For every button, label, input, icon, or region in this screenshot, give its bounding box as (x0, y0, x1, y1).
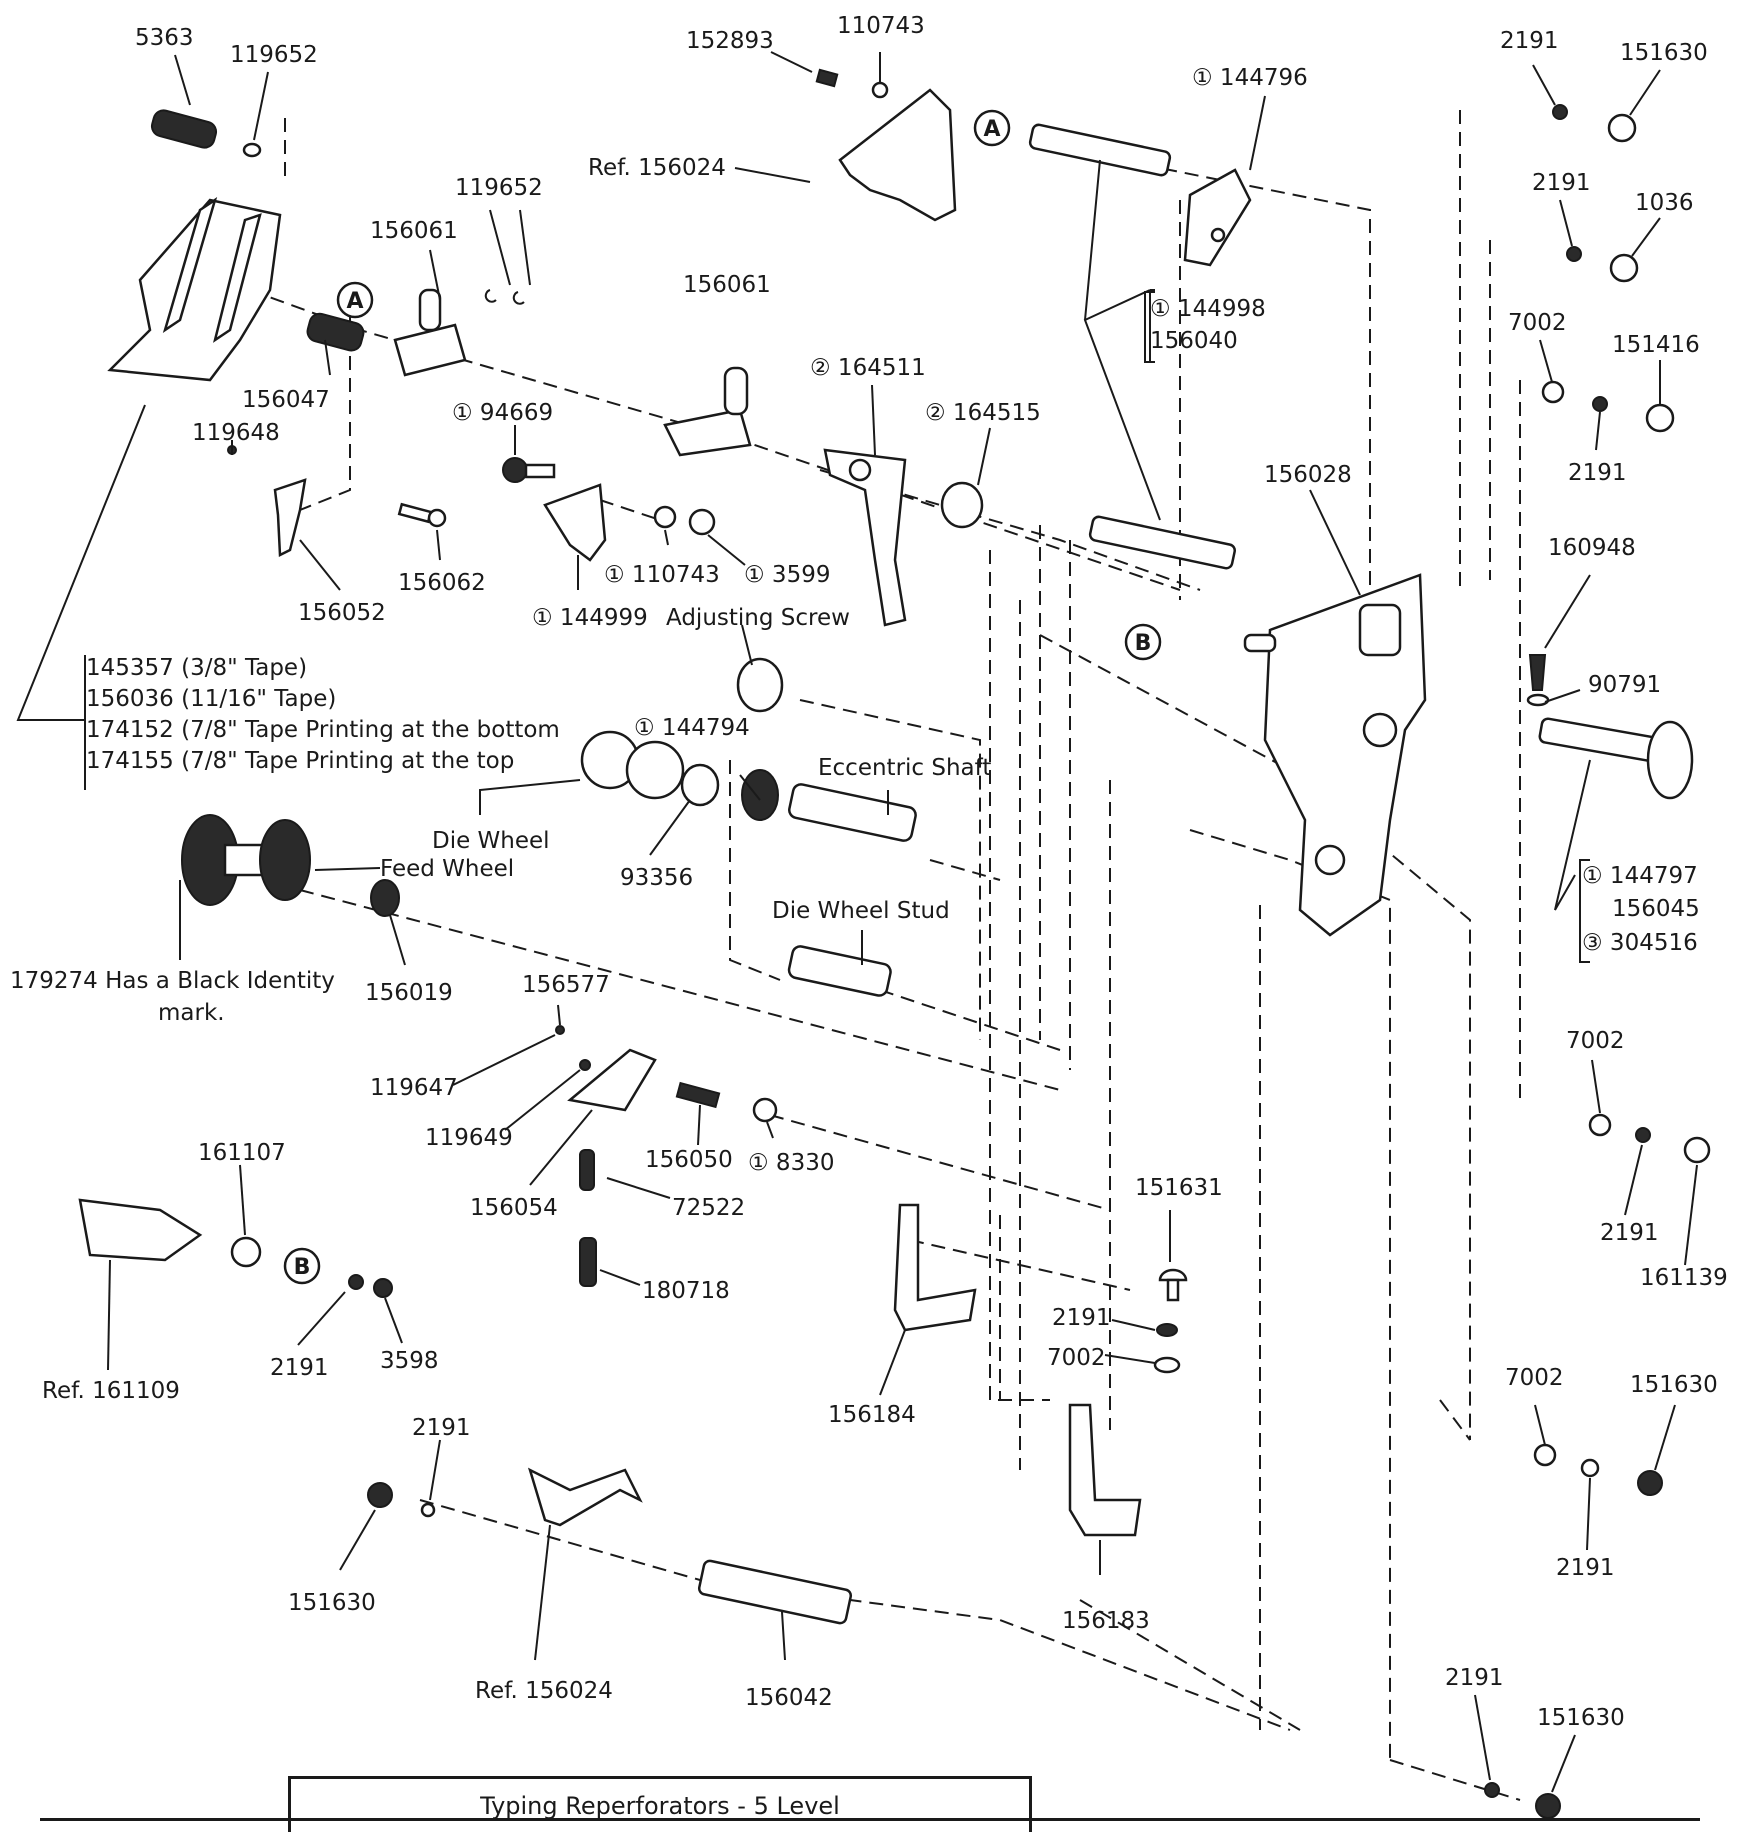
label-151630-l: 151630 (288, 1590, 376, 1616)
label-3598: 3598 (380, 1348, 439, 1374)
label-151630-r3: 151630 (1537, 1705, 1625, 1731)
label-151631: 151631 (1135, 1175, 1223, 1201)
label-feed-wheel: Feed Wheel (380, 856, 514, 882)
label-161139: 161139 (1640, 1265, 1728, 1291)
label-160948: 160948 (1548, 535, 1636, 561)
label-144999: ① 144999 (532, 605, 648, 631)
label-2191-l2: 2191 (412, 1415, 471, 1441)
label-ref-156024-bottom: Ref. 156024 (475, 1678, 613, 1704)
callout-b-plate: B (1124, 623, 1162, 661)
label-156045: 156045 (1612, 896, 1700, 922)
label-2191-m: 2191 (1052, 1305, 1111, 1331)
label-7002-m: 7002 (1047, 1345, 1106, 1371)
label-adjusting-screw: Adjusting Screw (666, 605, 850, 631)
label-304516: ③ 304516 (1582, 930, 1698, 956)
label-die-wheel: Die Wheel (432, 828, 550, 854)
label-119652-clips: 119652 (455, 175, 543, 201)
label-119647: 119647 (370, 1075, 458, 1101)
label-152893: 152893 (686, 28, 774, 54)
label-180718: 180718 (642, 1278, 730, 1304)
diagram-title: Typing Reperforators - 5 Level (288, 1776, 1032, 1832)
part-labels: 5363 119652 119652 156061 156047 119648 … (10, 13, 1728, 1731)
label-179274: 179274 Has a Black Identity (10, 968, 335, 994)
label-tape-4: 174155 (7/8" Tape Printing at the top (86, 748, 514, 774)
label-7002-r1: 7002 (1508, 310, 1567, 336)
callout-b-left: B (283, 1247, 321, 1285)
label-3599: ① 3599 (744, 562, 830, 588)
label-110743-top: 110743 (837, 13, 925, 39)
label-2191-r5: 2191 (1556, 1555, 1615, 1581)
label-119648: 119648 (192, 420, 280, 446)
bottom-rule (40, 1818, 1700, 1821)
leader-lines (16, 51, 1698, 1793)
label-119649: 119649 (425, 1125, 513, 1151)
label-156040: 156040 (1150, 328, 1238, 354)
label-156052: 156052 (298, 600, 386, 626)
label-156054: 156054 (470, 1195, 558, 1221)
label-tape-1: 145357 (3/8" Tape) (86, 655, 307, 681)
label-144797: ① 144797 (1582, 863, 1698, 889)
label-119652-top: 119652 (230, 42, 318, 68)
label-8330: ① 8330 (748, 1150, 834, 1176)
label-164515: ② 164515 (925, 400, 1041, 426)
svg-text:A: A (346, 289, 363, 314)
label-144796: ① 144796 (1192, 65, 1308, 91)
part-shapes (78, 68, 1711, 1819)
label-7002-r2: 7002 (1566, 1028, 1625, 1054)
label-156061-mid: 156061 (683, 272, 771, 298)
label-151416: 151416 (1612, 332, 1700, 358)
label-2191-r2: 2191 (1532, 170, 1591, 196)
label-93356: 93356 (620, 865, 693, 891)
callout-a-top: A (973, 109, 1011, 147)
label-2191-r6: 2191 (1445, 1665, 1504, 1691)
label-2191-r3: 2191 (1568, 460, 1627, 486)
label-151630-r1: 151630 (1620, 40, 1708, 66)
label-2191-r1: 2191 (1500, 28, 1559, 54)
label-156028: 156028 (1264, 462, 1352, 488)
label-156042: 156042 (745, 1685, 833, 1711)
label-eccentric-shaft: Eccentric Shaft (818, 755, 991, 781)
label-die-wheel-stud: Die Wheel Stud (772, 898, 950, 924)
label-1036: 1036 (1635, 190, 1694, 216)
label-7002-r3: 7002 (1505, 1365, 1564, 1391)
label-110743-mid: ① 110743 (604, 562, 720, 588)
label-94669: ① 94669 (452, 400, 553, 426)
label-2191-r4: 2191 (1600, 1220, 1659, 1246)
label-156183: 156183 (1062, 1608, 1150, 1634)
label-tape-2: 156036 (11/16" Tape) (86, 686, 336, 712)
svg-text:B: B (1135, 631, 1152, 656)
svg-text:A: A (983, 117, 1000, 142)
assembly-lines (249, 110, 1521, 1801)
label-179274-mark: mark. (158, 1000, 225, 1026)
label-5363: 5363 (135, 25, 194, 51)
label-156577: 156577 (522, 972, 610, 998)
label-2191-l1: 2191 (270, 1355, 329, 1381)
label-161107: 161107 (198, 1140, 286, 1166)
label-156019: 156019 (365, 980, 453, 1006)
label-tape-3: 174152 (7/8" Tape Printing at the bottom (86, 717, 560, 743)
label-156062: 156062 (398, 570, 486, 596)
label-72522: 72522 (672, 1195, 745, 1221)
label-90791: 90791 (1588, 672, 1661, 698)
label-144794: ① 144794 (634, 715, 750, 741)
label-156184: 156184 (828, 1402, 916, 1428)
label-ref-156024-top: Ref. 156024 (588, 155, 726, 181)
svg-text:B: B (294, 1255, 311, 1280)
label-156047: 156047 (242, 387, 330, 413)
label-144998: ① 144998 (1150, 296, 1266, 322)
label-ref-161109: Ref. 161109 (42, 1378, 180, 1404)
label-156050: 156050 (645, 1147, 733, 1173)
label-164511: ② 164511 (810, 355, 926, 381)
label-156061-left: 156061 (370, 218, 458, 244)
label-151630-r2: 151630 (1630, 1372, 1718, 1398)
callout-a-left: A (336, 281, 374, 319)
